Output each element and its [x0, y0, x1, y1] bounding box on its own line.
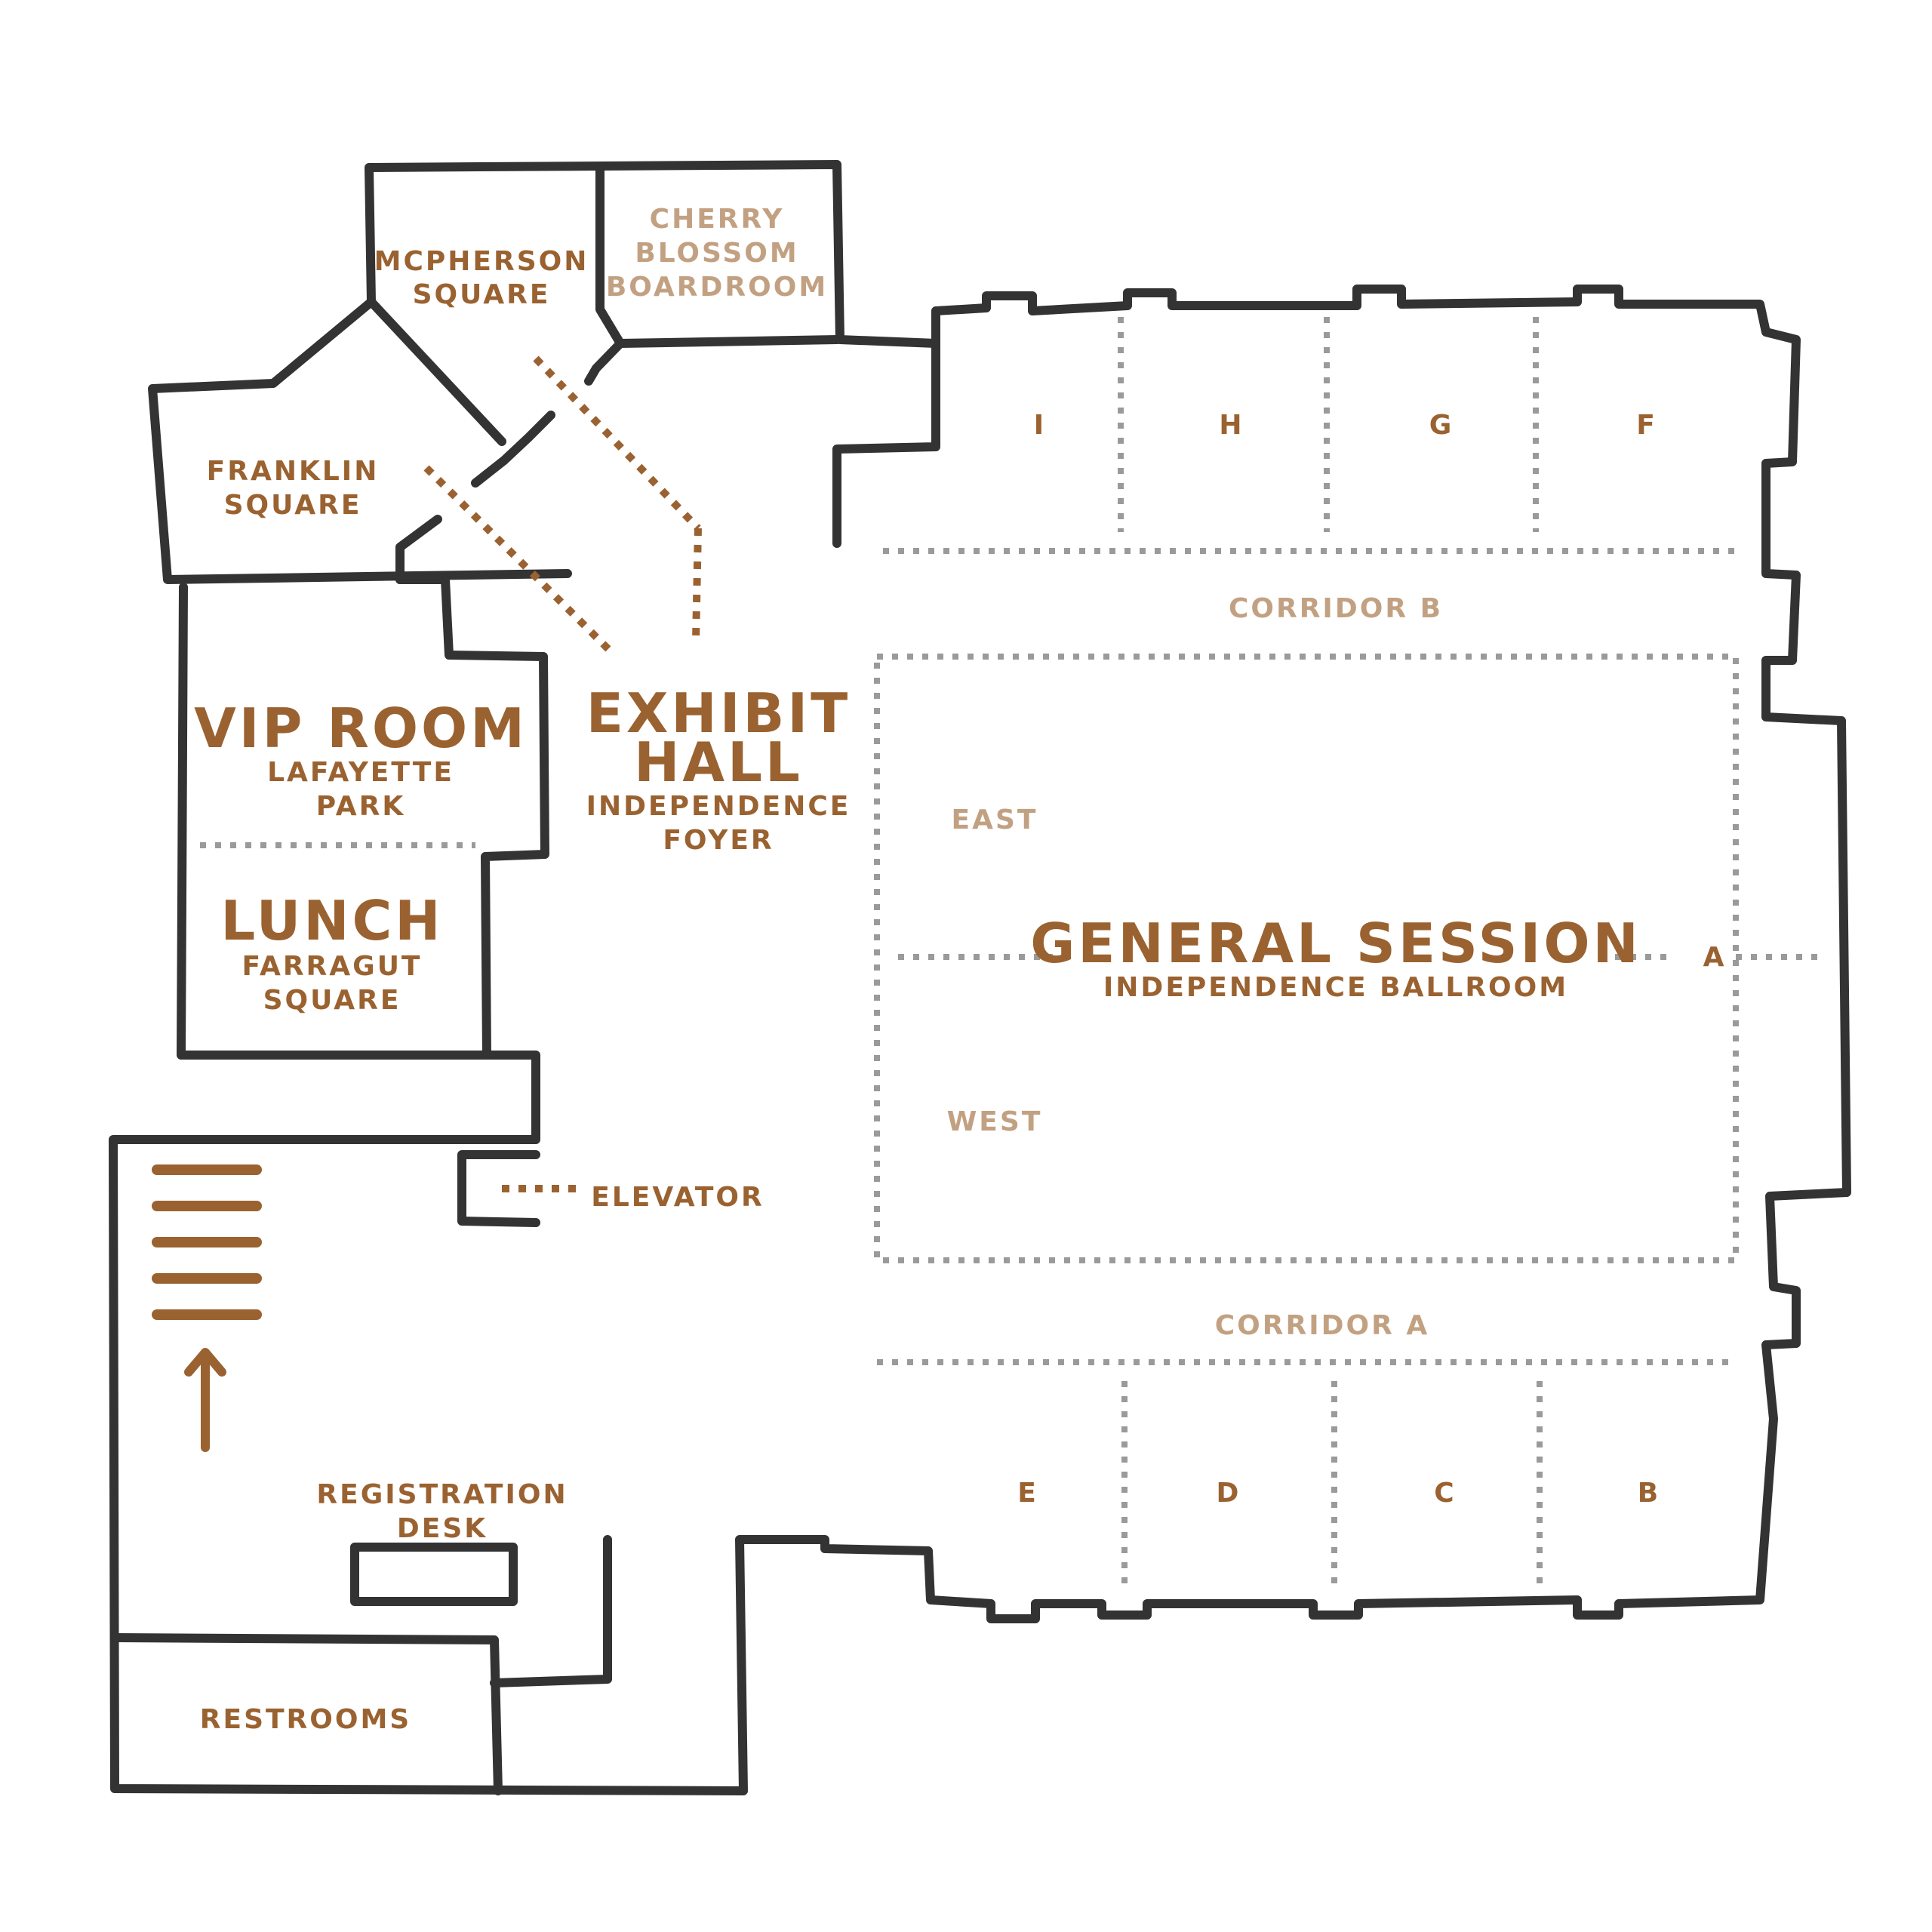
wall-mcpherson-diag-right: [584, 339, 625, 386]
wall-upper-wing: [109, 160, 1851, 1795]
west-label: WEST: [947, 1106, 1043, 1137]
franklin-line2: SQUARE: [224, 490, 362, 521]
corridor-a-label: CORRIDOR A: [1215, 1310, 1429, 1341]
registration-line1: REGISTRATION: [316, 1479, 568, 1510]
cherry-line1: CHERRY: [650, 204, 785, 235]
wall-foyer-stub: [832, 339, 940, 548]
exhibit-line1: INDEPENDENCE: [586, 791, 851, 822]
wall-vip-lunch: [395, 575, 549, 1060]
wall-service: [490, 1535, 612, 1687]
cherry-line3: BOARDROOM: [606, 272, 828, 303]
vip-line1: LAFAYETTE: [267, 757, 454, 788]
arrow-up-icon: [184, 1348, 226, 1452]
walls: [109, 160, 1851, 1795]
door-foyer-north-b: [692, 528, 702, 642]
cherry-line2: BLOSSOM: [635, 238, 798, 269]
lunch-line2: SQUARE: [263, 985, 401, 1016]
section-a: A: [1703, 942, 1727, 973]
wall-foyer-door-upper: [471, 411, 555, 488]
wall-franklin-door: [395, 515, 442, 584]
corridor-b-label: CORRIDOR B: [1229, 593, 1443, 624]
lunch-title: LUNCH: [220, 889, 443, 952]
wall-elevator: [457, 1150, 540, 1227]
exhibit-line2: FOYER: [663, 825, 774, 856]
franklin-line1: FRANKLIN: [207, 456, 380, 487]
wall-mcpherson-cherry: [595, 163, 625, 348]
general-subtitle: INDEPENDENCE BALLROOM: [1103, 972, 1568, 1003]
wall-mcpherson-diag-left: [367, 297, 506, 446]
section-h: H: [1219, 410, 1244, 441]
section-f: F: [1636, 410, 1657, 441]
section-d: D: [1217, 1478, 1241, 1509]
section-b: B: [1638, 1478, 1660, 1509]
vip-title: VIP ROOM: [194, 697, 528, 760]
section-g: G: [1429, 410, 1454, 441]
mcpherson-line1: MCPHERSON: [374, 246, 589, 277]
dividers: [200, 317, 1826, 1589]
lunch-line1: FARRAGUT: [242, 951, 423, 982]
labels: MCPHERSON SQUARE CHERRY BLOSSOM BOARDROO…: [194, 204, 1727, 1735]
section-e: E: [1017, 1478, 1038, 1509]
east-label: EAST: [952, 804, 1038, 835]
registration-desk-shape: [350, 1543, 518, 1606]
restrooms-label: RESTROOMS: [200, 1704, 411, 1735]
section-i: I: [1034, 410, 1046, 441]
exhibit-title1: EXHIBIT: [586, 681, 851, 745]
wall-cherry-bottom: [616, 335, 841, 348]
mcpherson-line2: SQUARE: [413, 279, 551, 310]
exhibit-title2: HALL: [634, 731, 803, 794]
stairs-icon: [152, 1164, 262, 1320]
divider-ballroom-box: [874, 654, 1739, 1263]
vip-line2: PARK: [316, 791, 406, 822]
general-title: GENERAL SESSION: [1030, 912, 1641, 975]
door-foyer-west: [423, 465, 613, 654]
door-foyer-north: [533, 355, 701, 531]
elevator-label: ELEVATOR: [591, 1182, 764, 1213]
registration-line2: DESK: [397, 1513, 488, 1544]
wall-restrooms: [110, 1633, 503, 1795]
section-c: C: [1434, 1478, 1456, 1509]
